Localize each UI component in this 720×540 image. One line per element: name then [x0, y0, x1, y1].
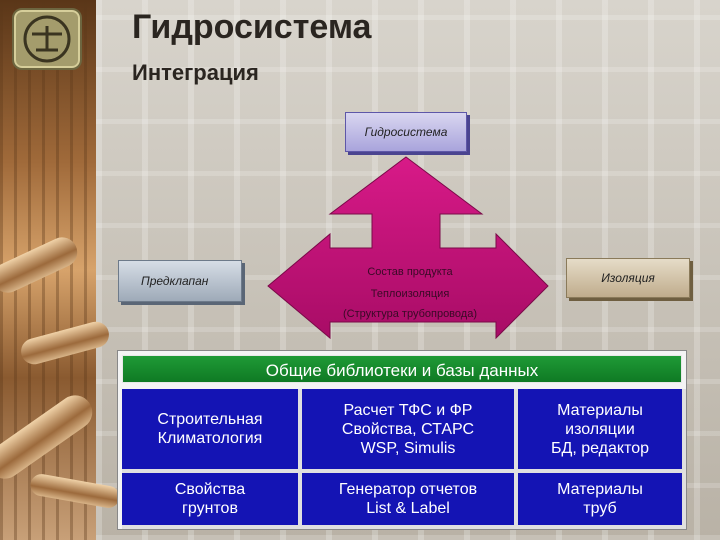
library-cell: Расчет ТФС и ФР Свойства, СТАРС WSP, Sim…	[302, 389, 518, 473]
preklapan-box: Предклапан	[118, 260, 242, 302]
center-label-structure: (Структура трубопровода)	[343, 308, 477, 320]
hydrosystem-box: Гидросистема	[345, 112, 467, 152]
library-panel: Общие библиотеки и базы данных Строитель…	[117, 350, 687, 530]
library-cell: Строительная Климатология	[122, 389, 302, 473]
slide-title: Гидросистема	[132, 8, 372, 46]
logo-emblem-icon	[12, 8, 82, 70]
insulation-box: Изоляция	[566, 258, 690, 298]
library-cell: Свойства грунтов	[122, 473, 302, 529]
library-cell: Генератор отчетов List & Label	[302, 473, 518, 529]
slide-subtitle: Интеграция	[132, 60, 259, 85]
center-label-composition: Состав продукта	[367, 266, 453, 278]
library-cell: Материалы труб	[518, 473, 686, 529]
library-header: Общие библиотеки и базы данных	[122, 355, 682, 383]
center-label-insulation: Теплоизоляция	[370, 288, 450, 300]
left-photo-strip	[0, 0, 122, 540]
library-cell: Материалы изоляции БД, редактор	[518, 389, 686, 473]
